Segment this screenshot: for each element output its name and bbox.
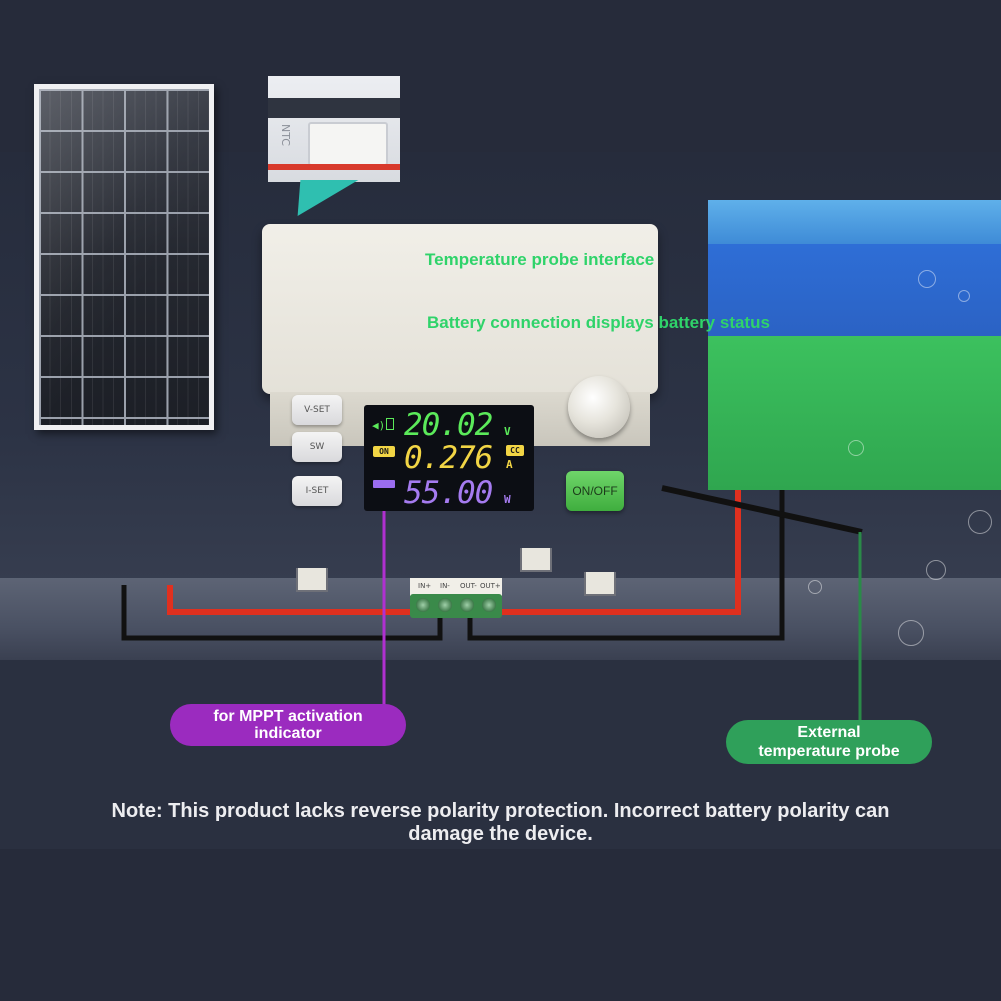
output-on-badge: ON: [373, 446, 395, 457]
mppt-callout-line1: for MPPT activation: [213, 708, 363, 725]
adjust-knob[interactable]: [568, 376, 630, 438]
current-readout: 0.276: [404, 440, 493, 476]
mount-clip: [296, 568, 328, 592]
bubble: [926, 560, 946, 580]
note-line2: damage the device.: [408, 823, 593, 845]
battery-blue-band: [708, 244, 1001, 336]
ntc-port-label: NTC: [279, 124, 292, 146]
solar-cells: [39, 89, 209, 425]
bubble: [898, 620, 924, 646]
power-readout: 55.00: [404, 475, 493, 511]
terminal-label: OUT-: [460, 582, 477, 590]
power-unit: W: [504, 493, 511, 506]
bubble: [968, 510, 992, 534]
polarity-warning-note: Note: This product lacks reverse polarit…: [40, 800, 961, 846]
battery-lid: [708, 200, 1001, 250]
ntc-pcb-edge: [268, 98, 400, 118]
terminal-label: OUT+: [480, 582, 501, 590]
v-set-button[interactable]: V-SET: [292, 395, 342, 425]
temperature-probe-interface-label: Temperature probe interface: [425, 250, 655, 269]
sw-button[interactable]: SW: [292, 432, 342, 462]
battery: [708, 200, 1001, 646]
voltage-unit: V: [504, 425, 511, 438]
ntc-connector: [308, 122, 388, 166]
note-line1: Note: This product lacks reverse polarit…: [111, 800, 890, 822]
mppt-indicator-icon: [373, 480, 395, 488]
probe-callout-line1: External: [797, 724, 861, 741]
mppt-controller: [262, 224, 658, 394]
current-unit: A: [506, 458, 513, 471]
battery-status-icon: [386, 418, 394, 430]
ntc-port-closeup: NTC: [268, 76, 400, 182]
mppt-indicator-callout: for MPPT activation indicator: [170, 704, 406, 746]
bubble: [958, 290, 970, 302]
bubble: [808, 580, 822, 594]
panel-positive-wire: [167, 585, 430, 615]
terminal-label: IN+: [418, 582, 432, 590]
terminal-screw: [482, 598, 496, 612]
battery-connection-label: Battery connection displays battery stat…: [427, 313, 770, 332]
on-off-button[interactable]: ON/OFF: [566, 471, 624, 511]
terminal-label: IN-: [440, 582, 450, 590]
terminal-screw: [438, 598, 452, 612]
cc-mode-badge: CC: [506, 445, 524, 456]
lcd-display: ◀) 20.02 V ON 0.276 CC A 55.00 W: [364, 405, 534, 511]
external-probe-callout: External temperature probe: [726, 720, 932, 764]
probe-cable: [661, 485, 863, 535]
panel-negative-wire: [121, 585, 443, 641]
terminal-screw: [416, 598, 430, 612]
terminal-header: [410, 578, 502, 596]
terminal-screw: [460, 598, 474, 612]
i-set-button[interactable]: I-SET: [292, 476, 342, 506]
mppt-callout-line2: indicator: [254, 725, 322, 742]
mount-clip: [584, 572, 616, 596]
speaker-icon: ◀): [372, 419, 386, 432]
battery-green-band: [708, 336, 1001, 490]
bubble: [848, 440, 864, 456]
bubble: [918, 270, 936, 288]
ntc-wire: [268, 164, 400, 170]
solar-panel: [34, 84, 214, 430]
probe-callout-line2: temperature probe: [758, 743, 900, 760]
mount-clip: [520, 548, 552, 572]
voltage-readout: 20.02: [404, 407, 493, 443]
